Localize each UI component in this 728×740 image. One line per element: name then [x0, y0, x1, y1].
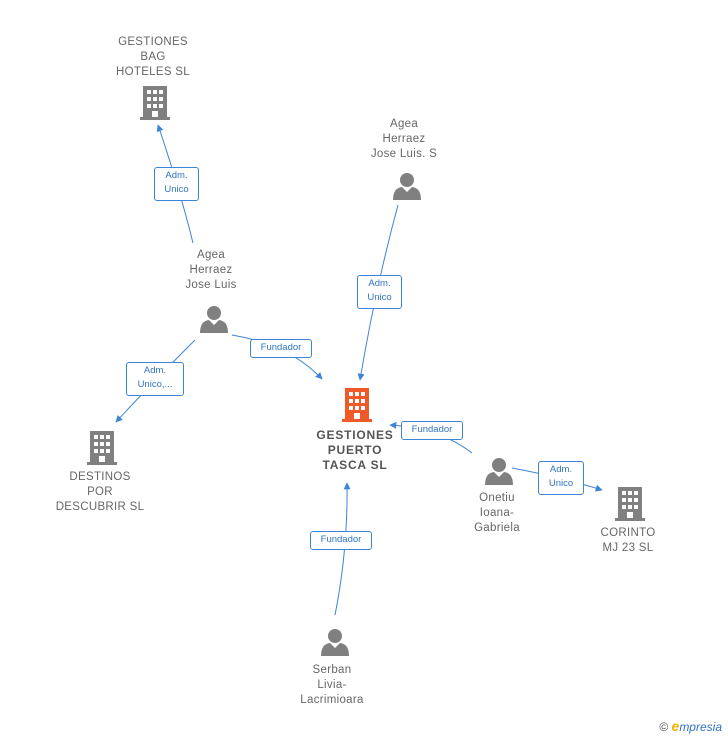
node-label-corinto[interactable]: CORINTO MJ 23 SL [600, 527, 656, 554]
person-icon[interactable] [321, 629, 349, 656]
person-icon[interactable] [200, 306, 228, 333]
building-icon[interactable] [87, 431, 117, 465]
node-label-destinos[interactable]: DESTINOS POR DESCUBRIR SL [55, 471, 145, 513]
edge-label-agea_s-to-puerto[interactable]: Adm. Unico [357, 275, 402, 309]
copyright-symbol: © [659, 720, 669, 734]
node-label-onetiu[interactable]: Onetiu Ioana- Gabriela [474, 492, 520, 534]
icons-layer [87, 86, 645, 656]
brand-logo-text: mpresia [679, 720, 722, 734]
node-label-gestiones-puerto[interactable]: GESTIONES PUERTO TASCA SL [316, 428, 394, 472]
brand-logo-letter: e [671, 718, 680, 734]
building-icon[interactable] [615, 487, 645, 521]
node-label-agea[interactable]: Agea Herraez Jose Luis [185, 249, 237, 291]
footer-brand: © empresia [659, 718, 722, 734]
person-icon[interactable] [485, 458, 513, 485]
building-icon-main[interactable] [342, 388, 372, 422]
node-label-serban[interactable]: Serban Livia- Lacrimioara [300, 664, 364, 706]
edge-label-agea-to-puerto[interactable]: Fundador [250, 339, 312, 358]
person-icon[interactable] [393, 173, 421, 200]
building-icon[interactable] [140, 86, 170, 120]
edge-label-serban-to-puerto[interactable]: Fundador [310, 531, 372, 550]
node-label-agea-s[interactable]: Agea Herraez Jose Luis. S [370, 118, 438, 160]
edge-label-agea-to-bag[interactable]: Adm. Unico [154, 167, 199, 201]
node-label-gestiones-bag[interactable]: GESTIONES BAG HOTELES SL [116, 36, 190, 78]
edge-label-onetiu-to-puerto[interactable]: Fundador [401, 421, 463, 440]
edge-label-agea-to-destinos[interactable]: Adm. Unico,... [126, 362, 184, 396]
edge-label-onetiu-to-corinto[interactable]: Adm. Unico [538, 461, 584, 495]
